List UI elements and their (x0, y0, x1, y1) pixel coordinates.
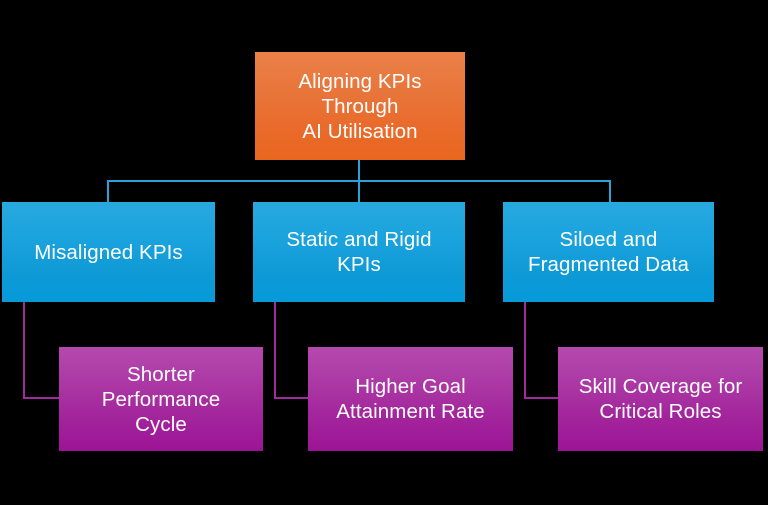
connector-root-stem (358, 160, 360, 181)
branch-node-2-problem[interactable]: Static and Rigid KPIs (253, 202, 465, 302)
connector-drop-branch-2 (358, 180, 360, 203)
outcome-node-3[interactable]: Skill Coverage for Critical Roles (558, 347, 763, 451)
connector-outcome-2-vertical (274, 302, 276, 399)
connector-outcome-1-horizontal (23, 397, 60, 399)
branch-node-1-problem[interactable]: Misaligned KPIs (2, 202, 215, 302)
root-node[interactable]: Aligning KPIs Through AI Utilisation (255, 52, 465, 160)
outcome-node-2[interactable]: Higher Goal Attainment Rate (308, 347, 513, 451)
connector-outcome-1-vertical (23, 302, 25, 399)
outcome-node-1[interactable]: Shorter Performance Cycle (59, 347, 263, 451)
connector-drop-branch-3 (609, 180, 611, 203)
branch-node-3-problem[interactable]: Siloed and Fragmented Data (503, 202, 714, 302)
connector-outcome-2-horizontal (274, 397, 310, 399)
connector-outcome-3-horizontal (524, 397, 560, 399)
connector-drop-branch-1 (107, 180, 109, 203)
connector-outcome-3-vertical (524, 302, 526, 399)
